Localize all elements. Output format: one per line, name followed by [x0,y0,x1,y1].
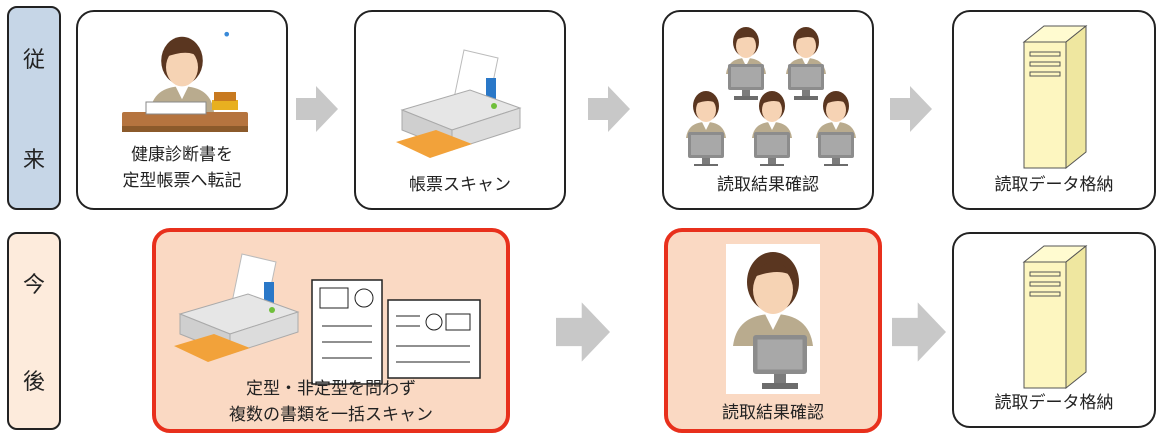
row-label-before: 従 来 [7,6,61,210]
row-label-char: 後 [22,369,45,395]
server-icon [1022,24,1088,170]
before-step-store: 読取データ格納 [952,10,1156,210]
scanner-with-documents-icon [174,253,481,385]
arrow-right-icon [588,86,630,132]
arrow-right-icon [556,302,610,362]
row-label-after: 今 後 [7,232,61,430]
before-step-scan: 帳票スキャン [354,10,566,210]
single-operator-icon [726,244,820,394]
after-step-verify: 読取結果確認 [664,228,882,433]
step-label-line: 読取結果確認 [722,403,824,423]
row-label-char: 今 [22,272,45,298]
step-label-line: 定型帳票へ転記 [122,171,242,191]
arrow-right-icon [892,302,946,362]
step-label-line: 定型・非定型を問わず [246,379,416,399]
after-step-batch-scan: 定型・非定型を問わず 複数の書類を一括スキャン [152,228,510,433]
arrow-right-icon [890,86,932,132]
step-label-line: 健康診断書を [131,145,233,165]
scanner-icon [396,49,522,158]
row-label-char: 来 [22,148,45,173]
row-label-char: 従 [22,48,45,73]
arrow-right-icon [296,86,338,132]
before-step-verify: 読取結果確認 [662,10,874,210]
after-step-store: 読取データ格納 [952,232,1156,428]
before-step-transcribe: • 健康診断書を 定型帳票へ転記 [76,10,288,210]
step-label-line: 読取結果確認 [717,175,819,195]
server-icon [1022,244,1088,390]
svg-text:•: • [222,25,231,44]
step-label-line: 読取データ格納 [994,175,1114,195]
step-label-line: 複数の書類を一括スキャン [229,405,433,425]
step-label-line: 読取データ格納 [994,393,1114,413]
step-label-line: 帳票スキャン [409,175,511,195]
person-writing-icon: • [122,25,248,132]
operators-group-icon [686,27,856,166]
